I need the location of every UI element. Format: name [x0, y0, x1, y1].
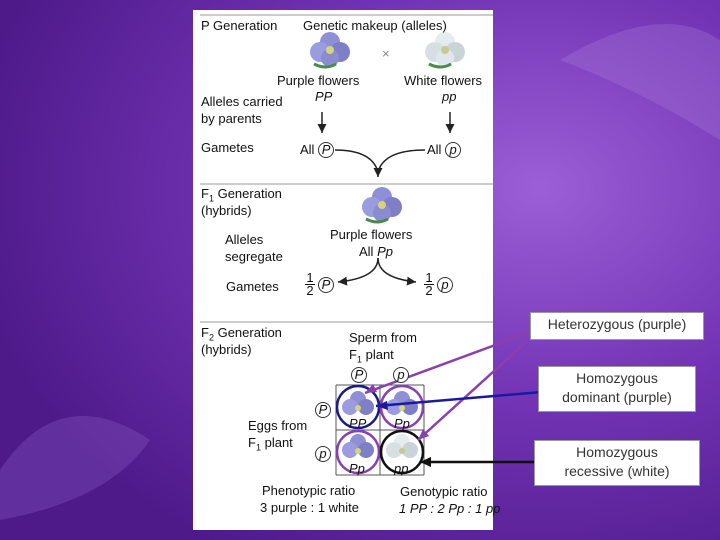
figure-panel — [193, 10, 493, 530]
punnett-cell-4: pp — [394, 461, 409, 476]
white-flowers-label: White flowers — [404, 73, 483, 88]
punnett-flower-pp-icon — [342, 391, 374, 415]
f1-left-gamete: P — [318, 277, 334, 293]
split-curve — [337, 257, 379, 286]
parent-left-genotype: PP — [315, 89, 333, 104]
heterozygous-callout: Heterozygous (purple) — [530, 312, 704, 340]
p-right-gamete: All p — [427, 142, 462, 158]
f1-generation-subtitle: (hybrids) — [201, 203, 252, 218]
by-parents-label: by parents — [201, 111, 262, 126]
punnett-cell-3: Pp — [349, 461, 365, 476]
f2-generation-subtitle: (hybrids) — [201, 342, 252, 357]
punnett-cell-2: Pp — [394, 416, 410, 431]
alleles-segregate-label-1: Alleles — [225, 232, 264, 247]
egg-allele-2: p — [315, 446, 331, 462]
punnett-flower-pp3-icon — [342, 434, 374, 458]
genotypic-ratio-value: 1 PP : 2 Pp : 1 pp — [399, 501, 501, 516]
purple-flower-icon — [310, 32, 350, 69]
cross-symbol: × — [382, 46, 390, 61]
f1-genotype: All Pp — [359, 244, 393, 259]
p-gametes-label: Gametes — [201, 140, 254, 155]
ring-pp-recessive — [379, 429, 425, 475]
sperm-source: F1 plant — [349, 347, 394, 365]
alleles-carried-label: Alleles carried — [201, 94, 283, 109]
merge-curve — [334, 149, 426, 175]
f2-generation-title: F2 Generation — [201, 325, 282, 343]
white-flower-icon — [425, 32, 465, 69]
p-generation-title: P Generation — [201, 18, 278, 33]
f1-purple-flower-icon — [362, 187, 402, 224]
eggs-source: F1 plant — [248, 435, 293, 453]
phenotypic-ratio-title: Phenotypic ratio — [262, 483, 356, 498]
punnett-grid — [335, 384, 425, 476]
sperm-allele-2: p — [393, 367, 409, 383]
phenotypic-ratio-value: 3 purple : 1 white — [260, 500, 360, 515]
sperm-label: Sperm from — [349, 330, 417, 345]
genotypic-ratio-title: Genotypic ratio — [400, 484, 488, 499]
purple-flowers-label: Purple flowers — [277, 73, 360, 88]
eggs-label: Eggs from — [248, 418, 308, 433]
f1-right-gamete: p — [437, 277, 453, 293]
callout-arrows — [364, 328, 543, 467]
f1-gametes-label: Gametes — [226, 279, 279, 294]
alleles-segregate-label-2: segregate — [225, 249, 283, 264]
punnett-flower-white-icon — [386, 434, 418, 458]
ring-pp-hetero-2 — [335, 429, 381, 475]
sperm-allele-1: P — [351, 367, 367, 383]
punnett-cell-1: PP — [349, 416, 367, 431]
p-left-gamete: All P — [300, 142, 335, 158]
f1-generation-title: F1 Generation — [201, 186, 282, 204]
split-curve-right — [377, 257, 417, 286]
f1-flowers-label: Purple flowers — [330, 227, 413, 242]
p-generation-subtitle: Genetic makeup (alleles) — [303, 18, 447, 33]
egg-allele-1: P — [315, 402, 331, 418]
parent-right-genotype: pp — [442, 89, 457, 104]
